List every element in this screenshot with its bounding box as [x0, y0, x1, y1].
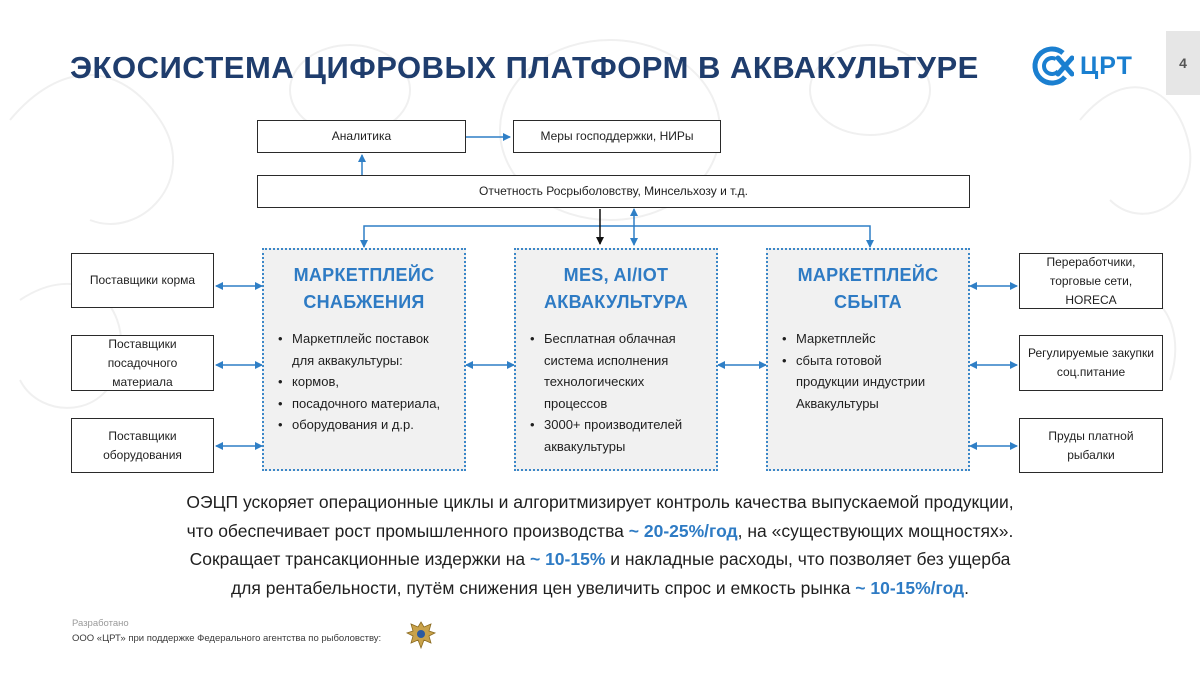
growth-highlight: ~ 20-25%/год [628, 520, 738, 541]
list-item: •Бесплатная облачная [530, 331, 676, 346]
company-logo: ЦРТ [1030, 44, 1133, 88]
list-item: технологических [544, 374, 645, 389]
processors-box: Переработчики, торговые сети, HORECA [1019, 253, 1163, 309]
mes-aquaculture-title: MES, AI/IOT АКВАКУЛЬТУРА [516, 262, 716, 316]
sales-title-line2: СБЫТА [834, 292, 902, 312]
page-number: 4 [1166, 31, 1200, 95]
list-item: для аквакультуры: [292, 352, 403, 368]
summary-line-1: ОЭЦП ускоряет операционные циклы и алгор… [186, 492, 1014, 512]
equipment-suppliers-label: Поставщики оборудования [103, 428, 182, 462]
list-item: •Маркетплейс [782, 331, 876, 346]
summary-line-2: что обеспечивает рост промышленного прои… [186, 520, 1014, 541]
crt-logo-icon [1032, 46, 1074, 86]
list-item: продукции индустрии [796, 374, 926, 389]
state-support-box: Меры господдержки, НИРы [513, 120, 721, 153]
fishing-ponds-label: Пруды платной рыбалки [1048, 428, 1134, 462]
demand-growth-highlight: ~ 10-15%/год [855, 577, 965, 598]
mes-aquaculture-panel: MES, AI/IOT АКВАКУЛЬТУРА •Бесплатная обл… [514, 248, 718, 471]
state-support-label: Меры господдержки, НИРы [540, 129, 694, 143]
mes-aquaculture-list: •Бесплатная облачная система исполнения … [530, 328, 706, 457]
summary-line-3: Сокращает трансакционные издержки на ~ 1… [189, 549, 1011, 569]
logo-text: ЦРТ [1080, 51, 1133, 80]
eagle-emblem-icon [405, 621, 437, 650]
supply-title-line2: СНАБЖЕНИЯ [303, 292, 425, 312]
supply-marketplace-panel: МАРКЕТПЛЕЙС СНАБЖЕНИЯ •Маркетплейс поста… [262, 248, 466, 471]
social-procurement-box: Регулируемые закупки соц.питание [1019, 335, 1163, 391]
summary-text: ОЭЦП ускоряет операционные циклы и алгор… [0, 488, 1200, 602]
mes-title-line2: АКВАКУЛЬТУРА [544, 292, 688, 312]
mes-title-line1: MES, AI/IOT [563, 265, 669, 285]
list-item: процессов [544, 395, 608, 411]
feed-suppliers-label: Поставщики корма [89, 273, 196, 287]
list-item: •3000+ производителей [530, 417, 683, 432]
equipment-suppliers-box: Поставщики оборудования [71, 418, 214, 473]
reporting-box: Отчетность Росрыболовству, Минсельхозу и… [257, 175, 970, 208]
list-item: •посадочного материала, [278, 395, 441, 411]
sales-marketplace-list: •Маркетплейс •сбыта готовой продукции ин… [782, 328, 958, 414]
list-item: аквакультуры [544, 438, 626, 454]
fishing-ponds-box: Пруды платной рыбалки [1019, 418, 1163, 473]
page-title: ЭКОСИСТЕМА ЦИФРОВЫХ ПЛАТФОРМ В АКВАКУЛЬТ… [70, 50, 979, 85]
analytics-label: Аналитика [331, 129, 392, 143]
sales-title-line1: МАРКЕТПЛЕЙС [797, 265, 939, 285]
list-item: система исполнения [544, 352, 669, 368]
list-item: •сбыта готовой [782, 352, 882, 368]
list-item: •кормов, [278, 374, 339, 389]
footer-developed: Разработано [72, 618, 129, 629]
sales-marketplace-panel: МАРКЕТПЛЕЙС СБЫТА •Маркетплейс •сбыта го… [766, 248, 970, 471]
feed-suppliers-box: Поставщики корма [71, 253, 214, 308]
seed-suppliers-label: Поставщики посадочного материала [107, 336, 178, 389]
supply-title-line1: МАРКЕТПЛЕЙС [293, 265, 435, 285]
analytics-box: Аналитика [257, 120, 466, 153]
social-procurement-label: Регулируемые закупки соц.питание [1028, 346, 1154, 379]
reporting-label: Отчетность Росрыболовству, Минсельхозу и… [479, 184, 748, 198]
list-item: •Маркетплейс поставок [278, 331, 429, 346]
supply-marketplace-list: •Маркетплейс поставок для аквакультуры: … [278, 328, 454, 436]
cost-reduction-highlight: ~ 10-15% [529, 549, 606, 569]
list-item: Аквакультуры [796, 395, 879, 411]
sales-marketplace-title: МАРКЕТПЛЕЙС СБЫТА [768, 262, 968, 316]
supply-marketplace-title: МАРКЕТПЛЕЙС СНАБЖЕНИЯ [264, 262, 464, 316]
summary-line-4: для рентабельности, путём снижения цен у… [230, 577, 970, 598]
footer-organization: ООО «ЦРТ» при поддержке Федерального аге… [72, 633, 382, 644]
list-item: •оборудования и д.р. [278, 417, 414, 432]
seed-suppliers-box: Поставщики посадочного материала [71, 335, 214, 391]
footer: Разработано ООО «ЦРТ» при поддержке Феде… [72, 616, 381, 646]
processors-label: Переработчики, торговые сети, HORECA [1046, 254, 1136, 307]
